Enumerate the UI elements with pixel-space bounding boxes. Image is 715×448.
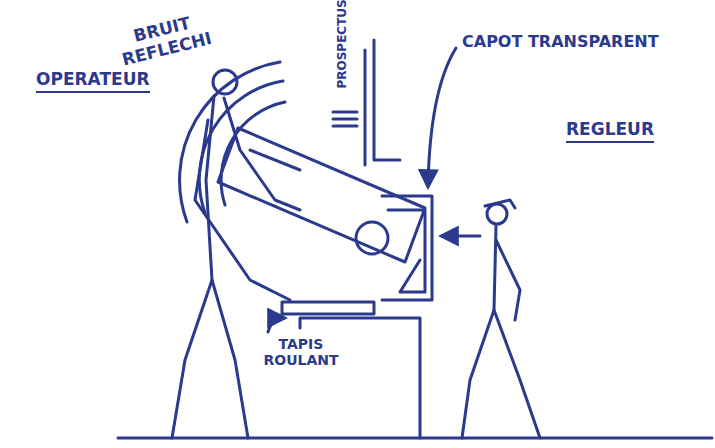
setter-head xyxy=(487,204,507,224)
conveyor-belt xyxy=(282,302,374,314)
operator-leg xyxy=(212,280,248,438)
setter-arm xyxy=(496,240,520,320)
operator-head xyxy=(213,70,237,94)
floor-line xyxy=(118,437,712,440)
setter-cap xyxy=(485,200,515,208)
feed-arrow-line xyxy=(250,150,300,170)
hood-leader xyxy=(428,48,456,186)
setter-label: REGLEUR xyxy=(566,120,654,143)
transparent-hood xyxy=(382,196,432,300)
belt-leader xyxy=(268,318,284,332)
setter-leader xyxy=(442,235,480,238)
machine-roller xyxy=(356,222,388,254)
hood-label: CAPOT TRANSPARENT xyxy=(462,33,702,51)
operator-arm xyxy=(195,120,290,300)
prospectus-stack xyxy=(333,112,357,126)
operator-arm xyxy=(224,98,300,210)
setter-body xyxy=(462,226,496,438)
belt-label: TAPIS ROULANT xyxy=(258,336,344,368)
prospectus-label: PROSPECTUS xyxy=(336,0,350,94)
operator-label: OPERATEUR xyxy=(36,70,150,93)
prospectus-chute xyxy=(365,40,400,165)
operator-body xyxy=(172,96,214,438)
hood-inner xyxy=(388,210,425,292)
setter-leg xyxy=(494,310,540,438)
noise-label: BRUIT REFLECHI xyxy=(109,8,220,71)
